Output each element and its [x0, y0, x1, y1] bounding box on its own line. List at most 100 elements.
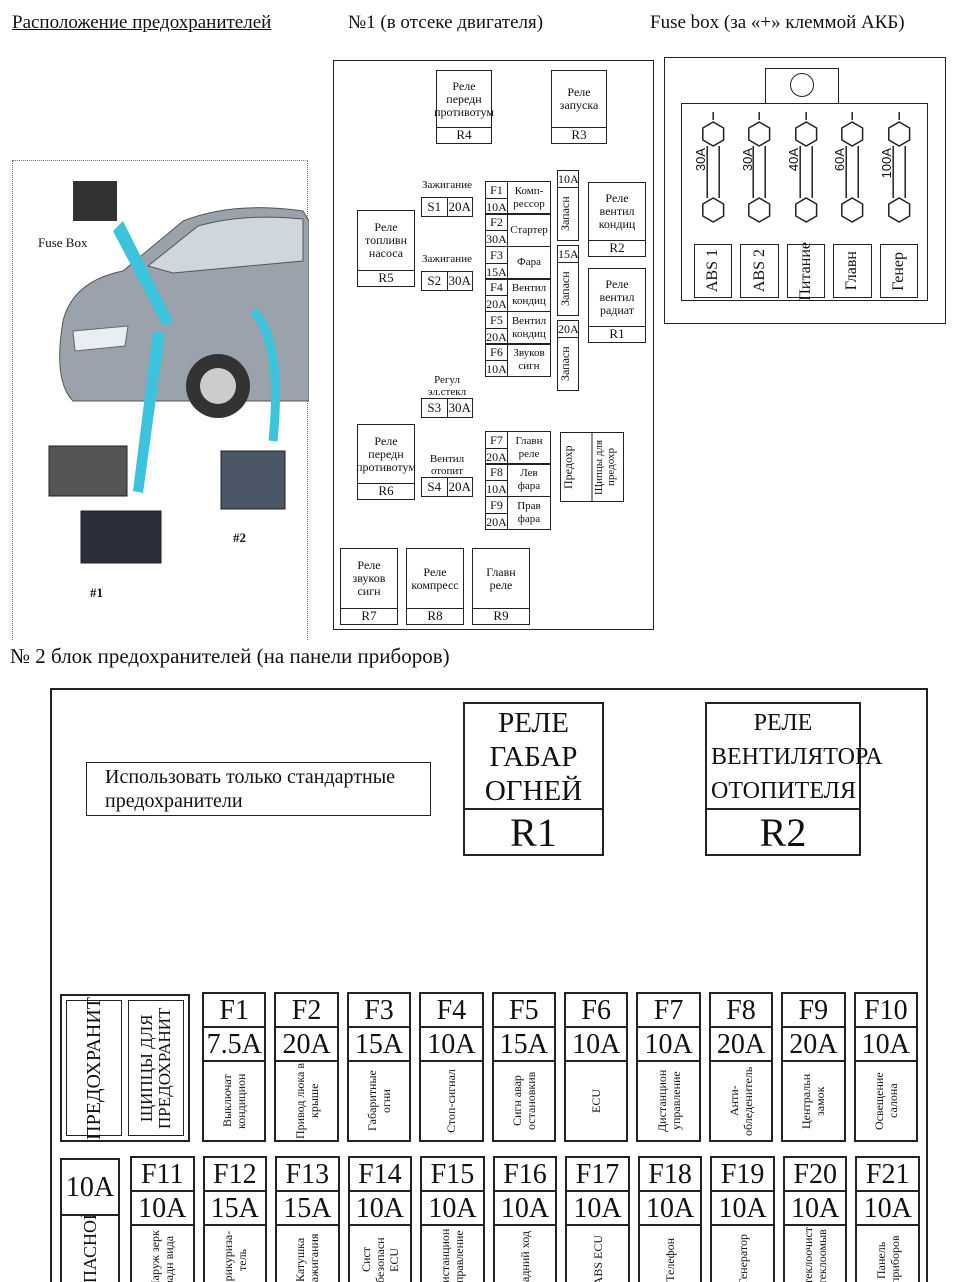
fuse-desc: Катушка зажигания — [293, 1233, 322, 1282]
battery-fuse-amp: 60A — [832, 148, 848, 172]
fuse-code: F3 — [486, 247, 507, 264]
fuse-desc-cell: Телефон — [640, 1226, 701, 1282]
fuse-code: F5 — [486, 312, 507, 329]
box1-frame — [333, 60, 654, 630]
fuse-desc-cell: Освещение салона — [856, 1062, 916, 1140]
fuse-code: F14 — [349, 1158, 411, 1192]
fuse-desc: Стеклоочист стеклоомыв — [801, 1227, 830, 1282]
fuse-desc-cell: ECU — [566, 1062, 626, 1140]
box1-tongs-label: Щипцы для предохр — [592, 439, 617, 495]
fuse-code: F15 — [422, 1158, 483, 1192]
box2-relay-r2-name: РЕЛЕ ВЕНТИЛЯТОРА ОТОПИТЕЛЯ — [711, 710, 883, 804]
fuse-desc: Стоп-сигнал — [444, 1069, 459, 1133]
fuse-desc-cell: Центральн замок — [783, 1062, 843, 1140]
fuse-desc-cell: Сигн авар остановкив — [494, 1062, 554, 1140]
fuse-desc: Фара — [517, 256, 541, 268]
photo-label-2: #2 — [233, 530, 246, 545]
box1-predohr-block: Предохр Щипцы для предохр — [560, 432, 624, 502]
box2-relay-r1: РЕЛЕ ГАБАР ОГНЕЙ R1 — [463, 702, 604, 856]
fuse-code: F12 — [204, 1158, 266, 1192]
box2-predohr-block: ПРЕДОХРАНИТ ЩИПЦЫ ДЛЯ ПРЕДОХРАНИТ — [60, 994, 190, 1142]
box2-title: № 2 блок предохранителей (на панели приб… — [10, 644, 450, 668]
fuse-desc: Звуков сигн — [513, 347, 545, 372]
fuse-desc: Панель приборов — [873, 1235, 902, 1282]
fuse-desc: Прикуриза-тель — [220, 1230, 249, 1282]
fuse-desc: Наруж зерк задн вида — [148, 1230, 177, 1282]
box2-relay-r1-code: R1 — [465, 808, 602, 855]
spare-amp: 15A — [558, 247, 579, 263]
fuse-desc-cell: Стеклоочист стеклоомыв — [785, 1226, 846, 1282]
fuse-desc-cell: Катушка зажигания — [277, 1226, 338, 1282]
fuse-code: F7 — [638, 994, 699, 1028]
fuse-desc: ECU — [589, 1089, 604, 1113]
box2-tongs-label: ЩИПЦЫ ДЛЯ ПРЕДОХРАНИТ — [137, 1007, 174, 1129]
fuse-desc-cell: Дистанцион управление — [638, 1062, 698, 1140]
fuse-desc-cell: Генератор — [712, 1226, 773, 1282]
fuse-amp: 10A — [486, 199, 507, 214]
fuse-desc: Выключат кондицион — [220, 1073, 249, 1129]
box2-predohr-label: ПРЕДОХРАНИТ — [82, 996, 105, 1140]
box2-relay-r1-name: РЕЛЕ ГАБАР ОГНЕЙ — [484, 707, 583, 807]
fuse-desc-cell: Прикуриза-тель — [205, 1226, 266, 1282]
fuse-code: F3 — [348, 994, 410, 1028]
location-title: Расположение предохранителей — [12, 12, 272, 33]
fuse-desc: Центральн замок — [799, 1073, 828, 1129]
fuse-code: F11 — [132, 1158, 193, 1192]
fuse-code: F13 — [277, 1158, 338, 1192]
fuse-desc: Стартер — [510, 223, 548, 236]
battery-fusebox-frame — [664, 57, 946, 324]
fuse-code: F4 — [486, 279, 507, 296]
box2-relay-r2-code: R2 — [707, 808, 859, 855]
car-photo-panel — [12, 160, 310, 640]
box2-tongs-cell: ЩИПЦЫ ДЛЯ ПРЕДОХРАНИТ — [128, 1000, 184, 1136]
box1-title: №1 (в отсеке двигателя) — [348, 12, 544, 33]
fuse-amp: 10A — [421, 1028, 482, 1062]
fuse-amp: 10A — [567, 1192, 628, 1226]
fuse-code: F10 — [855, 994, 916, 1028]
fuse-code: F6 — [486, 344, 507, 361]
battery-fuse-label: Питание — [796, 241, 814, 301]
battery-fuse-label-cell: Питание — [786, 241, 826, 301]
fuse-code: F2 — [276, 994, 337, 1028]
fuse-amp: 10A — [422, 1192, 483, 1226]
fuse-amp: 20A — [486, 449, 507, 464]
fuse-amp: 10A — [132, 1192, 193, 1226]
fuse-box-photo-label: Fuse Box — [38, 235, 88, 250]
battery-fuse-label: Главн — [843, 251, 861, 291]
spare-label: Запасн — [558, 196, 572, 232]
fuse-amp: 10A — [639, 1192, 701, 1226]
fuse-amp: 20A — [486, 514, 507, 529]
battery-fuse-label: Генер — [889, 251, 907, 291]
fuse-amp: 20A — [486, 297, 507, 311]
fuse-amp: 20A — [486, 329, 507, 344]
fuse-desc-cell: Стоп-сигнал — [421, 1062, 481, 1140]
box2-spare-label: ЗАПАСНОЙ — [80, 1216, 100, 1282]
